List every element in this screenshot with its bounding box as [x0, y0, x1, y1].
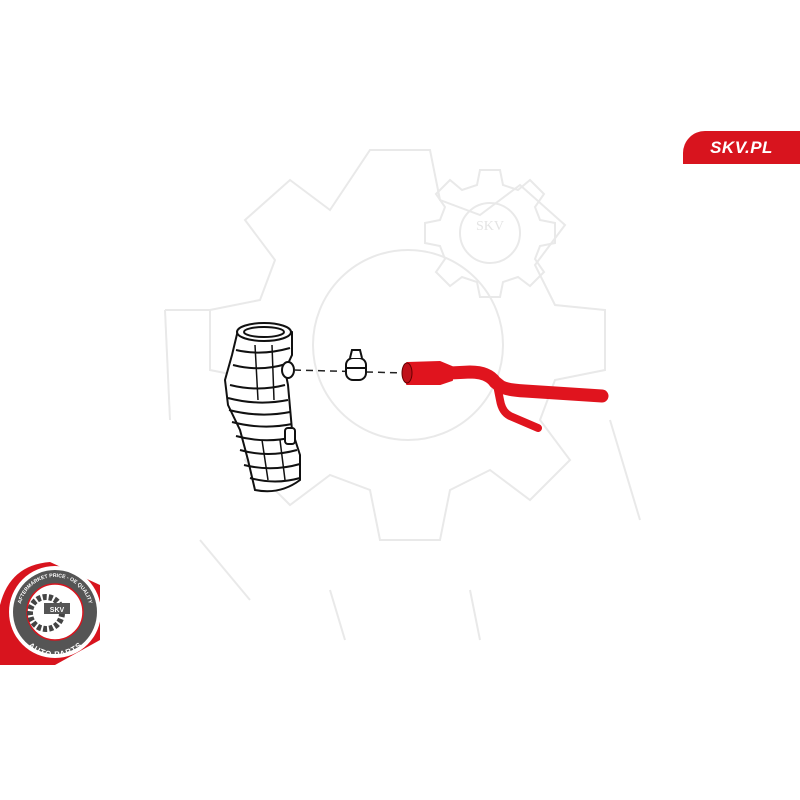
- hose-part: [401, 361, 609, 432]
- brand-logo: SKV.PL: [683, 131, 800, 164]
- badge-center-text: SKV: [50, 607, 65, 614]
- watermark-text: SKV: [476, 219, 504, 234]
- clamp-part: [345, 349, 367, 381]
- small-gear-watermark: [424, 169, 556, 298]
- assembly-line: [293, 369, 406, 374]
- skv-auto-parts-badge: SKV AFTERMARKET PRICE - OE QUALITY AUTO …: [0, 562, 101, 665]
- intake-boot-part: [223, 322, 301, 493]
- large-gear-watermark: [209, 149, 606, 541]
